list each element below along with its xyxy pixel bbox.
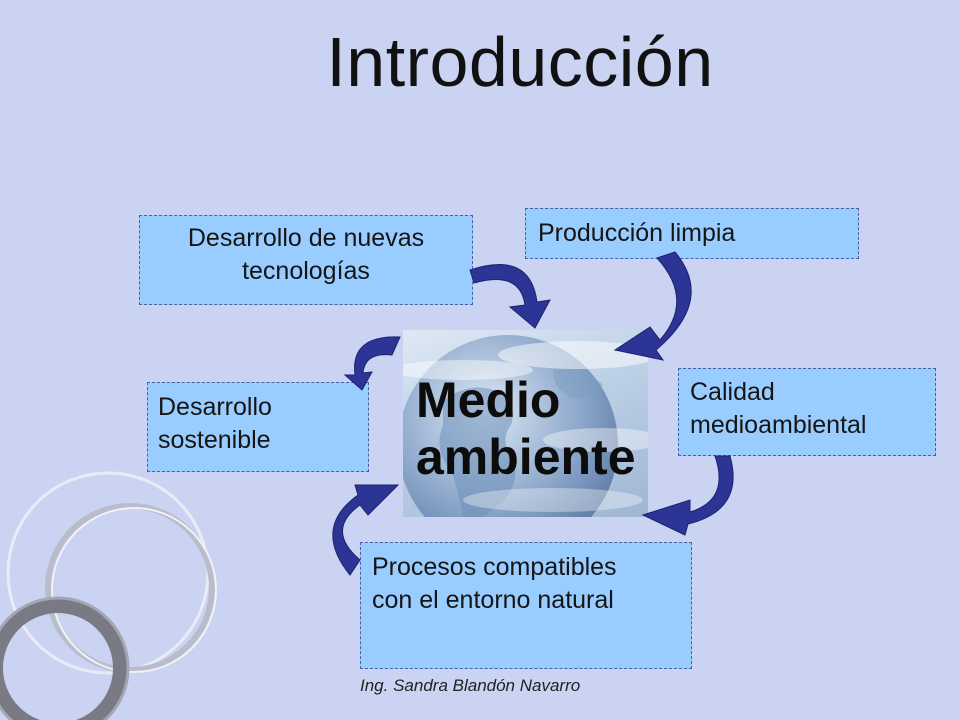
curved-arrow-icon — [332, 484, 400, 576]
box-procesos-compatibles: Procesos compatibles con el entorno natu… — [360, 542, 692, 669]
box-desarrollo-nuevas-tecnologias: Desarrollo de nuevas tecnologías — [139, 215, 473, 305]
globe-icon — [403, 335, 648, 517]
box-text-line: sostenible — [158, 425, 271, 454]
center-label-line: ambiente — [416, 428, 636, 485]
curved-arrow-icon — [613, 251, 692, 361]
box-text-line: Desarrollo de nuevas — [187, 224, 425, 252]
box-desarrollo-sostenible: Desarrollo sostenible — [147, 382, 369, 472]
box-text-line: tecnologías — [242, 256, 370, 285]
slide-title: Introducción — [326, 23, 714, 101]
box-text-line: Calidad — [690, 378, 775, 406]
center-globe-image: Medio ambiente — [403, 330, 648, 517]
box-calidad-medioambiental: Calidad medioambiental — [678, 368, 936, 456]
box-text-line: Procesos compatibles — [372, 553, 617, 581]
curved-arrow-icon — [469, 263, 551, 329]
center-label-line: Medio — [416, 372, 561, 428]
box-text-line: con el entorno natural — [372, 585, 614, 614]
curved-arrow-icon — [343, 336, 401, 391]
box-produccion-limpia: Producción limpia — [525, 208, 859, 259]
curved-arrow-icon — [641, 455, 734, 536]
center-label: Medio ambiente — [416, 372, 636, 485]
box-text-line: medioambiental — [690, 410, 867, 439]
footer-author: Ing. Sandra Blandón Navarro — [360, 676, 581, 695]
box-text-line: Producción limpia — [538, 219, 736, 247]
box-text-line: Desarrollo — [158, 393, 272, 421]
